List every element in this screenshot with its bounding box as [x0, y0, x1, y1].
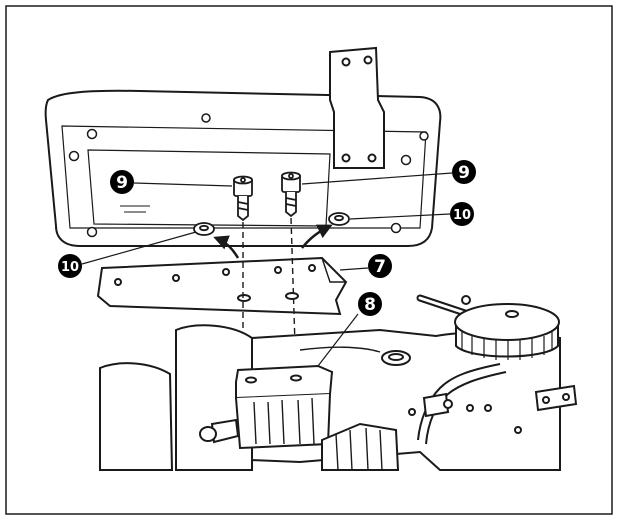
mounting-plate: [96, 256, 348, 316]
bearing-block: [321, 422, 400, 471]
bolt-left: [233, 175, 253, 222]
callout-8: 8: [358, 292, 382, 316]
callout-10-right: 10: [450, 202, 474, 226]
callout-7-label: 7: [374, 257, 386, 277]
direction-arrows: [213, 224, 333, 259]
callout-10-right-label: 10: [453, 208, 471, 223]
callout-7: 7: [368, 254, 392, 278]
panel-screws: [68, 113, 429, 238]
callout-10-left-label: 10: [61, 260, 79, 275]
reservoir-cap: [416, 294, 560, 360]
bolt-right: [281, 171, 301, 218]
hose-clip: [422, 392, 453, 418]
leader-lines: [81, 172, 453, 367]
callout-9-left: 9: [110, 170, 134, 194]
motor-block: [199, 364, 334, 450]
callout-8-label: 8: [364, 295, 376, 315]
washer-right: [328, 212, 350, 226]
callout-9-right: 9: [452, 160, 476, 184]
callout-10-left: 10: [58, 254, 82, 278]
washer-left: [193, 222, 215, 236]
callout-9-left-label: 9: [116, 173, 128, 193]
panel-mount-bracket: [329, 46, 385, 169]
callout-9-right-label: 9: [458, 163, 470, 183]
